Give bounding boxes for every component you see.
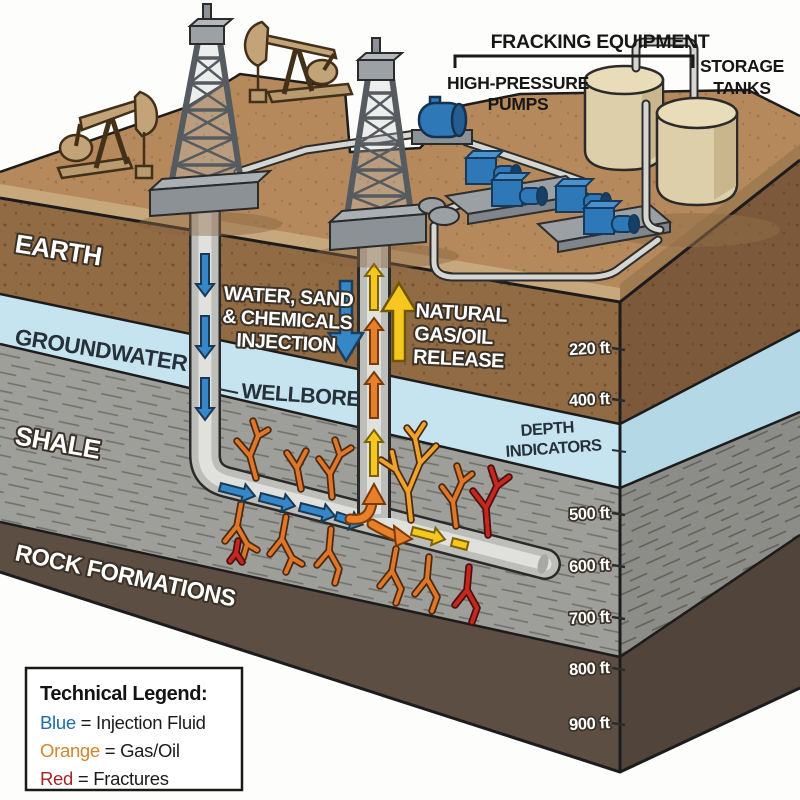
legend-rest-orange: = Gas/Oil <box>100 740 180 761</box>
label-release-3: RELEASE <box>413 346 505 373</box>
depth-marker: 220 ft <box>569 339 611 359</box>
derrick-right-base <box>329 212 427 252</box>
wellbore-left-and-horizontal <box>189 194 561 580</box>
derrick-left <box>147 3 273 218</box>
release-flow-arrows <box>344 262 470 552</box>
legend-term-blue: Blue <box>40 712 76 733</box>
fracking-equipment-bracket <box>453 54 695 68</box>
depth-scale: 220 ft 400 ft 500 ft 600 ft 700 ft 800 f… <box>567 337 626 736</box>
derrick-right-shadow <box>311 244 459 268</box>
label-high-pressure-pumps-2: PUMPS <box>488 94 549 114</box>
pumpjack-top-horsehead <box>243 20 270 68</box>
release-big-arrow <box>379 280 419 363</box>
pump-skid-2 <box>535 178 673 254</box>
depth-marker: 400 ft <box>569 390 611 410</box>
legend-rest-blue: = Injection Fluid <box>76 712 206 733</box>
injection-big-arrow <box>326 279 366 364</box>
technical-legend: Technical Legend: Blue = Injection Fluid… <box>24 666 244 792</box>
water-tank-blue <box>411 95 473 145</box>
label-high-pressure-pumps-1: HIGH-PRESSURE <box>447 73 589 93</box>
pumpjack-left <box>56 90 159 180</box>
label-fracking-equipment: FRACKING EQUIPMENT <box>491 31 710 53</box>
depth-marker: 900 ft <box>569 714 611 734</box>
fracture-orange <box>221 417 476 615</box>
rock-layer-front <box>0 522 620 772</box>
derrick-left-base <box>149 180 259 218</box>
legend-rest-red: = Fractures <box>73 768 169 789</box>
depth-ticks <box>611 346 626 727</box>
pump-unit <box>581 200 640 235</box>
groundwater-layer-front <box>0 294 620 488</box>
legend-term-orange: Orange <box>40 740 100 761</box>
pumpjack-left-horsehead <box>133 90 159 138</box>
derrick-right <box>327 37 441 252</box>
tank-side-pipe <box>641 99 665 235</box>
legend-item-blue: Blue = Injection Fluid <box>40 712 206 733</box>
pumpjack-top-counterweight <box>305 58 339 86</box>
depth-marker: 700 ft <box>569 608 611 628</box>
pumpjack-top <box>243 20 354 104</box>
pump-skid-1 <box>443 150 591 226</box>
label-release-2: GAS/OIL <box>414 323 494 349</box>
fractures-group <box>221 417 513 626</box>
storage-tank-2 <box>655 96 739 207</box>
wellhead-manifold <box>418 197 460 226</box>
flow-labels: WATER, SAND & CHEMICALS INJECTION NATURA… <box>218 281 627 461</box>
depth-marker: 500 ft <box>569 504 611 524</box>
fracture-orange-yellow <box>377 420 440 524</box>
wellbore-pointer-line <box>218 388 239 394</box>
label-storage-tanks-1: STORAGE <box>700 56 784 76</box>
groundwater-layer-right <box>620 330 800 488</box>
tank-over-pipe <box>631 37 699 109</box>
surface-pipes <box>233 129 663 282</box>
rock-layer-right <box>620 535 800 772</box>
legend-box <box>24 666 244 792</box>
legend-item-red: Red = Fractures <box>40 768 169 789</box>
depth-marker: 600 ft <box>569 556 611 576</box>
legend-item-orange: Orange = Gas/Oil <box>40 740 180 761</box>
horizontal-pipe-end-cap <box>537 554 549 574</box>
fracture-red <box>226 464 513 626</box>
derrick-left-shadow <box>138 212 282 236</box>
depth-marker: 800 ft <box>569 659 611 679</box>
equipment-labels: FRACKING EQUIPMENT HIGH-PRESSURE PUMPS S… <box>447 31 784 114</box>
pump-unit <box>489 172 548 207</box>
label-depth-indicators-1: DEPTH <box>520 418 575 440</box>
depth-indicators-pointer-line <box>611 449 627 453</box>
storage-tank-1 <box>583 64 665 172</box>
injection-flow-arrows <box>194 253 365 532</box>
legend-term-red: Red <box>40 768 73 789</box>
label-storage-tanks-2: TANKS <box>713 78 770 98</box>
legend-title: Technical Legend: <box>40 683 207 705</box>
